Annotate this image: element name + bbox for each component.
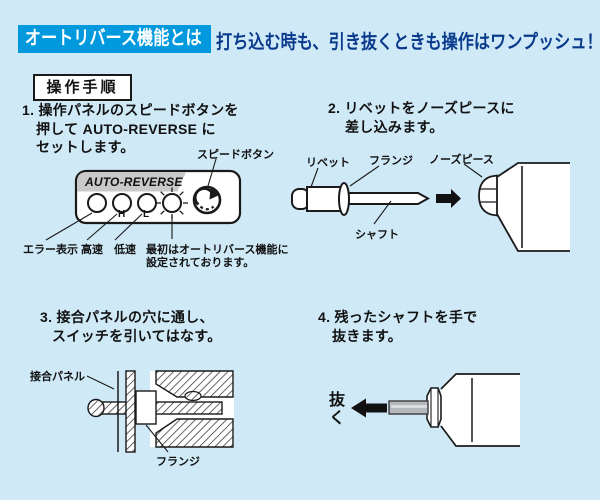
nose-piece-label: ノーズピース (429, 154, 494, 166)
step1-line2: 押して AUTO-REVERSE に (36, 121, 216, 137)
step4-line1: 4. 残ったシャフトを手で (318, 309, 478, 325)
rivet-shaft (347, 192, 431, 205)
high-speed-label: 高速 (81, 244, 103, 256)
tool-nose-step4 (426, 373, 520, 447)
step4-line2: 抜きます。 (332, 328, 403, 344)
tool-nose-step2 (478, 162, 570, 252)
flange-section (135, 390, 157, 425)
rivet-shaft-section (100, 401, 223, 415)
auto-reverse-lamp-glowing (156, 187, 188, 219)
pull-out-illustration (351, 373, 520, 447)
lamp-h-label: H (118, 209, 126, 220)
error-lamp-label: エラー表示 (23, 244, 78, 256)
joint-panel-label: 接合パネル (30, 371, 85, 383)
speed-button (192, 185, 222, 215)
step2-line2: 差し込みます。 (345, 119, 444, 135)
pull-out-label: 抜く (326, 391, 343, 427)
panel-note-line1: 最初はオートリバース機能に (146, 244, 289, 256)
lamp-l-label: L (143, 209, 150, 220)
step1-line3: セットします。 (36, 139, 135, 155)
tool-jaw-bottom (155, 418, 234, 448)
nose-nut-step4 (426, 387, 442, 428)
header-badge: オートリバース機能とは (18, 25, 211, 53)
step1-line1: 1. 操作パネルのスピードボタンを (22, 102, 239, 118)
rivet-flange (338, 182, 350, 216)
step3-leader-lines (86, 375, 169, 453)
header-badge-label: オートリバース機能とは (24, 28, 202, 49)
panel-note-line2: 設定されております。 (146, 257, 255, 269)
rivet-label: リベット (306, 157, 350, 169)
step2-line1: 2. リベットをノーズピースに (328, 100, 515, 116)
error-lamp (87, 193, 107, 213)
flange-label-step3: フランジ (156, 456, 200, 468)
step3-line2: スイッチを引いてはなす。 (52, 328, 222, 344)
control-panel (45, 158, 242, 241)
section-title: 操作手順 (33, 74, 132, 101)
arrow-right-icon (436, 189, 461, 208)
rivet-illustration (291, 162, 570, 252)
high-speed-lamp (112, 193, 132, 213)
cross-section-illustration (86, 370, 234, 453)
arrow-left-icon (351, 398, 387, 418)
step2-leader-lines (310, 163, 483, 225)
panel-leader-lines (45, 158, 217, 241)
rivet-head-section (87, 398, 105, 418)
headline: 打ち込む時も、引き抜くときも操作はワンプッシュ！ (216, 32, 600, 53)
flange-label: フランジ (369, 155, 413, 167)
panel-title: AUTO-REVERSE (85, 175, 183, 189)
tool-jaw-top (155, 370, 234, 398)
low-speed-label: 低速 (114, 244, 136, 256)
joint-panel-section (125, 370, 136, 453)
step3-line1: 3. 接合パネルの穴に通し、 (40, 309, 214, 325)
rivet-body (306, 186, 343, 212)
panel-banner (77, 172, 186, 192)
jaw-ball (184, 390, 202, 402)
shaft-label: シャフト (355, 229, 399, 241)
speed-button-label: スピードボタン (197, 149, 274, 161)
nose-piece-nut (478, 174, 498, 217)
speed-button-icon (193, 187, 220, 211)
